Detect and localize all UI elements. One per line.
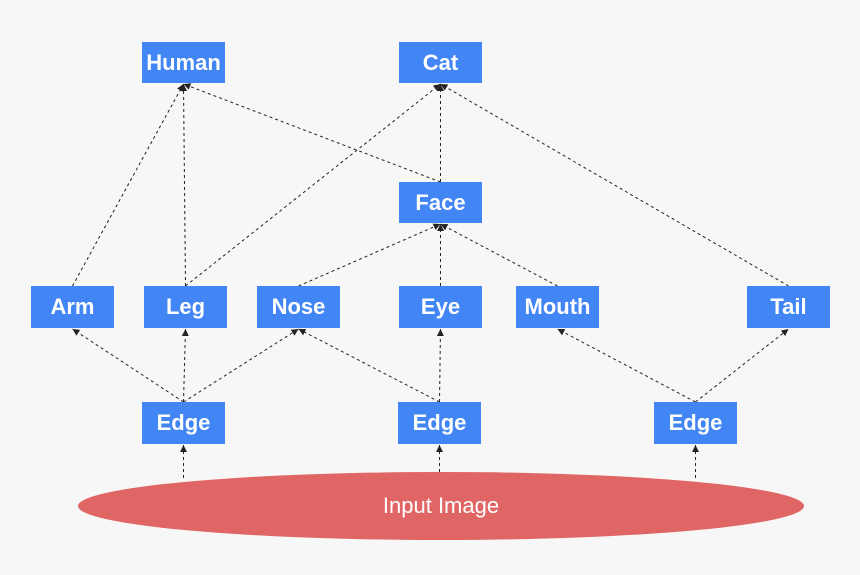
node-eye: Eye (399, 286, 482, 328)
node-leg: Leg (144, 286, 227, 328)
arrow-tail-to-cat (440, 83, 789, 287)
arrow-face-to-human (183, 83, 441, 183)
arrow-leg-to-cat (185, 83, 441, 287)
arrow-edge3-to-mouth (557, 328, 696, 403)
node-edge-left: Edge (142, 402, 225, 444)
node-mouth: Mouth (516, 286, 599, 328)
arrow-leg-to-human (180, 83, 188, 287)
node-arm: Arm (31, 286, 114, 328)
arrow-edge1-to-leg (181, 328, 189, 403)
input-image-ellipse: Input Image (78, 472, 804, 540)
arrow-edge3-to-tail (695, 328, 789, 403)
arrow-mouth-to-face (440, 223, 558, 287)
node-edge-middle: Edge (398, 402, 481, 444)
arrow-edge2-to-eye (436, 328, 444, 403)
node-tail: Tail (747, 286, 830, 328)
arrow-arm-to-human (72, 83, 184, 287)
arrow-edge1-to-arm (72, 328, 184, 403)
node-nose: Nose (257, 286, 340, 328)
node-human: Human (142, 42, 225, 83)
node-edge-right: Edge (654, 402, 737, 444)
node-cat: Cat (399, 42, 482, 83)
arrow-nose-to-face (298, 223, 441, 287)
arrow-edge1-to-nose (183, 328, 299, 403)
node-face: Face (399, 182, 482, 223)
arrow-edge2-to-nose (298, 328, 440, 403)
